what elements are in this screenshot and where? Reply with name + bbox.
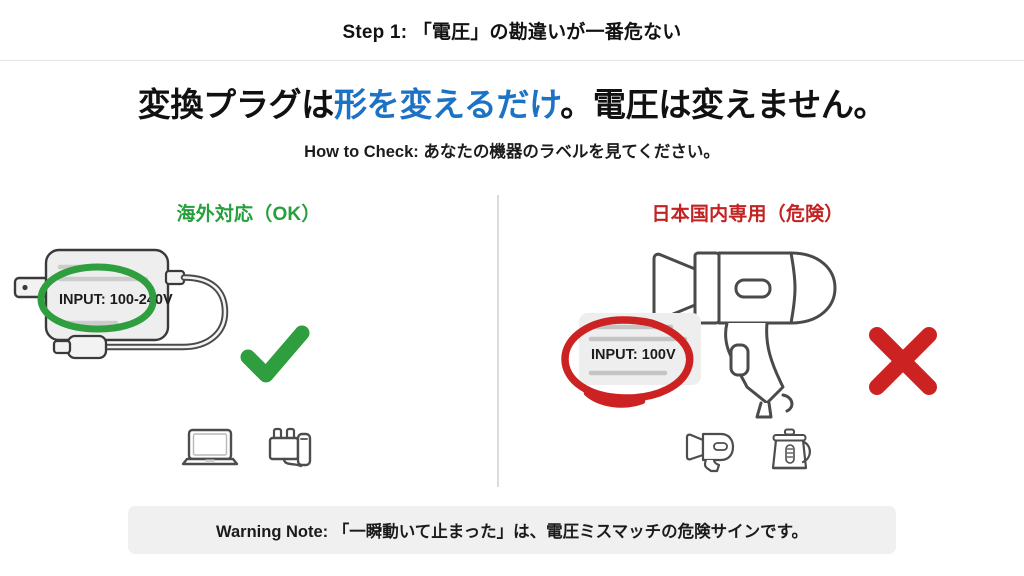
- adapter-cable: [100, 269, 229, 351]
- warning-note-text: Warning Note: 「一瞬動いて止まった」は、電圧ミスマッチの危険サイン…: [216, 523, 808, 541]
- laptop-icon: [181, 428, 238, 466]
- ac-adapter-illustration: INPUT: 100-240V: [0, 235, 497, 420]
- check-icon: [240, 325, 310, 383]
- column-overseas-ok: 海外対応（OK） INPUT: 10: [0, 190, 497, 490]
- charger-plug-icon: [268, 427, 311, 468]
- hairdryer-outline-icon: [652, 251, 837, 419]
- page-title: Step 1: 「電圧」の勘違いが一番危ない: [342, 21, 682, 43]
- warning-note-box: Warning Note: 「一瞬動いて止まった」は、電圧ミスマッチの危険サイン…: [128, 506, 896, 554]
- left-device-icons: [0, 418, 497, 480]
- kettle-icon: [771, 428, 811, 470]
- headline-accent: 形を変えるだけ: [333, 86, 561, 123]
- subheadline: How to Check: あなたの機器のラベルを見てください。: [304, 142, 720, 161]
- hairdryer-illustration: INPUT: 100V: [499, 235, 996, 420]
- headline-part-2: 。電圧は変えません。: [560, 86, 887, 123]
- green-circle-annotation: [37, 263, 157, 333]
- hairdryer-icon: [685, 432, 734, 473]
- device-input-label: INPUT: 100V: [591, 347, 676, 363]
- headline: 変換プラグは形を変えるだけ。電圧は変えません。: [0, 86, 1024, 124]
- red-circle-annotation: [561, 316, 694, 408]
- adapter-input-label: INPUT: 100-240V: [59, 292, 173, 308]
- comparison-section: 海外対応（OK） INPUT: 10: [0, 190, 1024, 490]
- column-japan-only-danger: 日本国内専用（危険）: [499, 190, 996, 490]
- right-device-icons: [499, 418, 996, 480]
- headline-part-1: 変換プラグは: [137, 86, 335, 123]
- page-header: Step 1: 「電圧」の勘違いが一番危ない: [0, 0, 1024, 61]
- usb-c-connector: [52, 334, 108, 360]
- column-title-danger: 日本国内専用（危険）: [651, 204, 844, 225]
- column-title-ok: 海外対応（OK）: [176, 204, 321, 225]
- column-divider: [497, 195, 499, 487]
- cross-icon: [869, 327, 937, 395]
